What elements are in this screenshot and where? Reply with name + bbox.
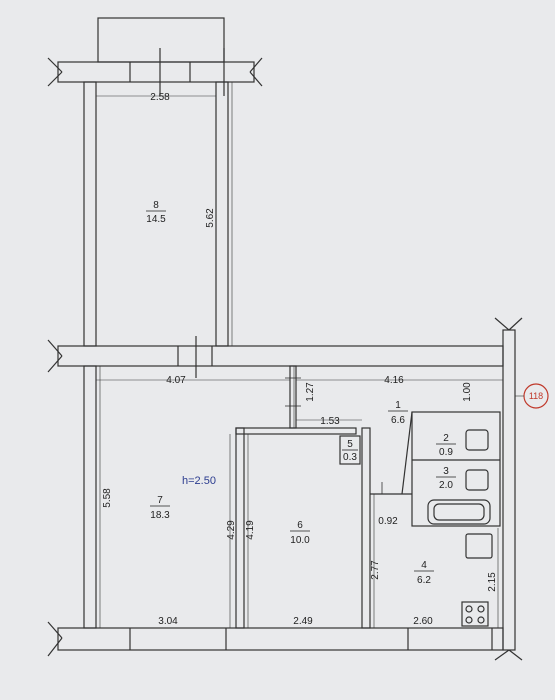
room1-number: 1 xyxy=(395,400,401,411)
corridor-wall xyxy=(289,365,297,429)
room2-area: 0.9 xyxy=(439,447,453,458)
dim-corridor-width: 1.53 xyxy=(320,416,340,427)
toilet-fixture xyxy=(465,469,489,491)
room6-area: 10.0 xyxy=(290,535,310,546)
top-wall xyxy=(57,61,255,83)
room4-number: 4 xyxy=(421,560,427,571)
right-wall xyxy=(502,329,516,651)
kitchen-sink xyxy=(465,533,493,559)
room7-number: 7 xyxy=(157,495,163,506)
room8-left-wall xyxy=(83,81,97,347)
room3-number: 3 xyxy=(443,466,449,477)
partition-6-top xyxy=(235,427,357,435)
dim-corridor-depth: 1.27 xyxy=(305,382,316,402)
room7-area: 18.3 xyxy=(150,510,170,521)
dim-bottom-right: 2.60 xyxy=(413,616,433,627)
room7-left-wall xyxy=(83,365,97,629)
dim-kitchen-length: 2.77 xyxy=(370,560,381,580)
bathtub-fixture xyxy=(427,499,491,525)
dim-entry-depth: 1.00 xyxy=(462,382,473,402)
dim-room7-top-width: 4.07 xyxy=(166,375,186,386)
apartment-tag: 118 xyxy=(529,391,543,401)
dim-balcony-width: 2.58 xyxy=(150,92,170,103)
dim-bottom-mid: 2.49 xyxy=(293,616,313,627)
middle-wall xyxy=(57,345,504,367)
room1-area: 6.6 xyxy=(391,415,405,426)
stove-icon xyxy=(461,601,489,627)
partition-6-4 xyxy=(361,427,371,629)
room5-area: 0.3 xyxy=(343,452,357,463)
room8-area: 14.5 xyxy=(146,214,166,225)
room5-number: 5 xyxy=(347,439,353,450)
dim-partition-right: 4.19 xyxy=(245,520,256,540)
dim-room7-length: 5.58 xyxy=(102,488,113,508)
dim-kitchen-right: 2.15 xyxy=(487,572,498,592)
bottom-wall xyxy=(57,627,504,651)
dim-room1-width: 4.16 xyxy=(384,375,404,386)
room5-box xyxy=(339,435,361,465)
room6-number: 6 xyxy=(297,520,303,531)
dim-bottom-left: 3.04 xyxy=(158,616,178,627)
partition-7-6 xyxy=(235,427,245,629)
dim-bath-width: 0.92 xyxy=(378,516,398,527)
room8-number: 8 xyxy=(153,200,159,211)
balcony-outline xyxy=(97,17,225,63)
ceiling-height: h=2.50 xyxy=(182,475,216,487)
dim-room8-length: 5.62 xyxy=(205,208,216,228)
dim-partition-left: 4.29 xyxy=(226,520,237,540)
room2-number: 2 xyxy=(443,433,449,444)
sink-fixture xyxy=(465,429,489,451)
room8-right-wall xyxy=(215,81,229,347)
room4-area: 6.2 xyxy=(417,575,431,586)
bathroom-block xyxy=(411,411,501,527)
room3-area: 2.0 xyxy=(439,480,453,491)
